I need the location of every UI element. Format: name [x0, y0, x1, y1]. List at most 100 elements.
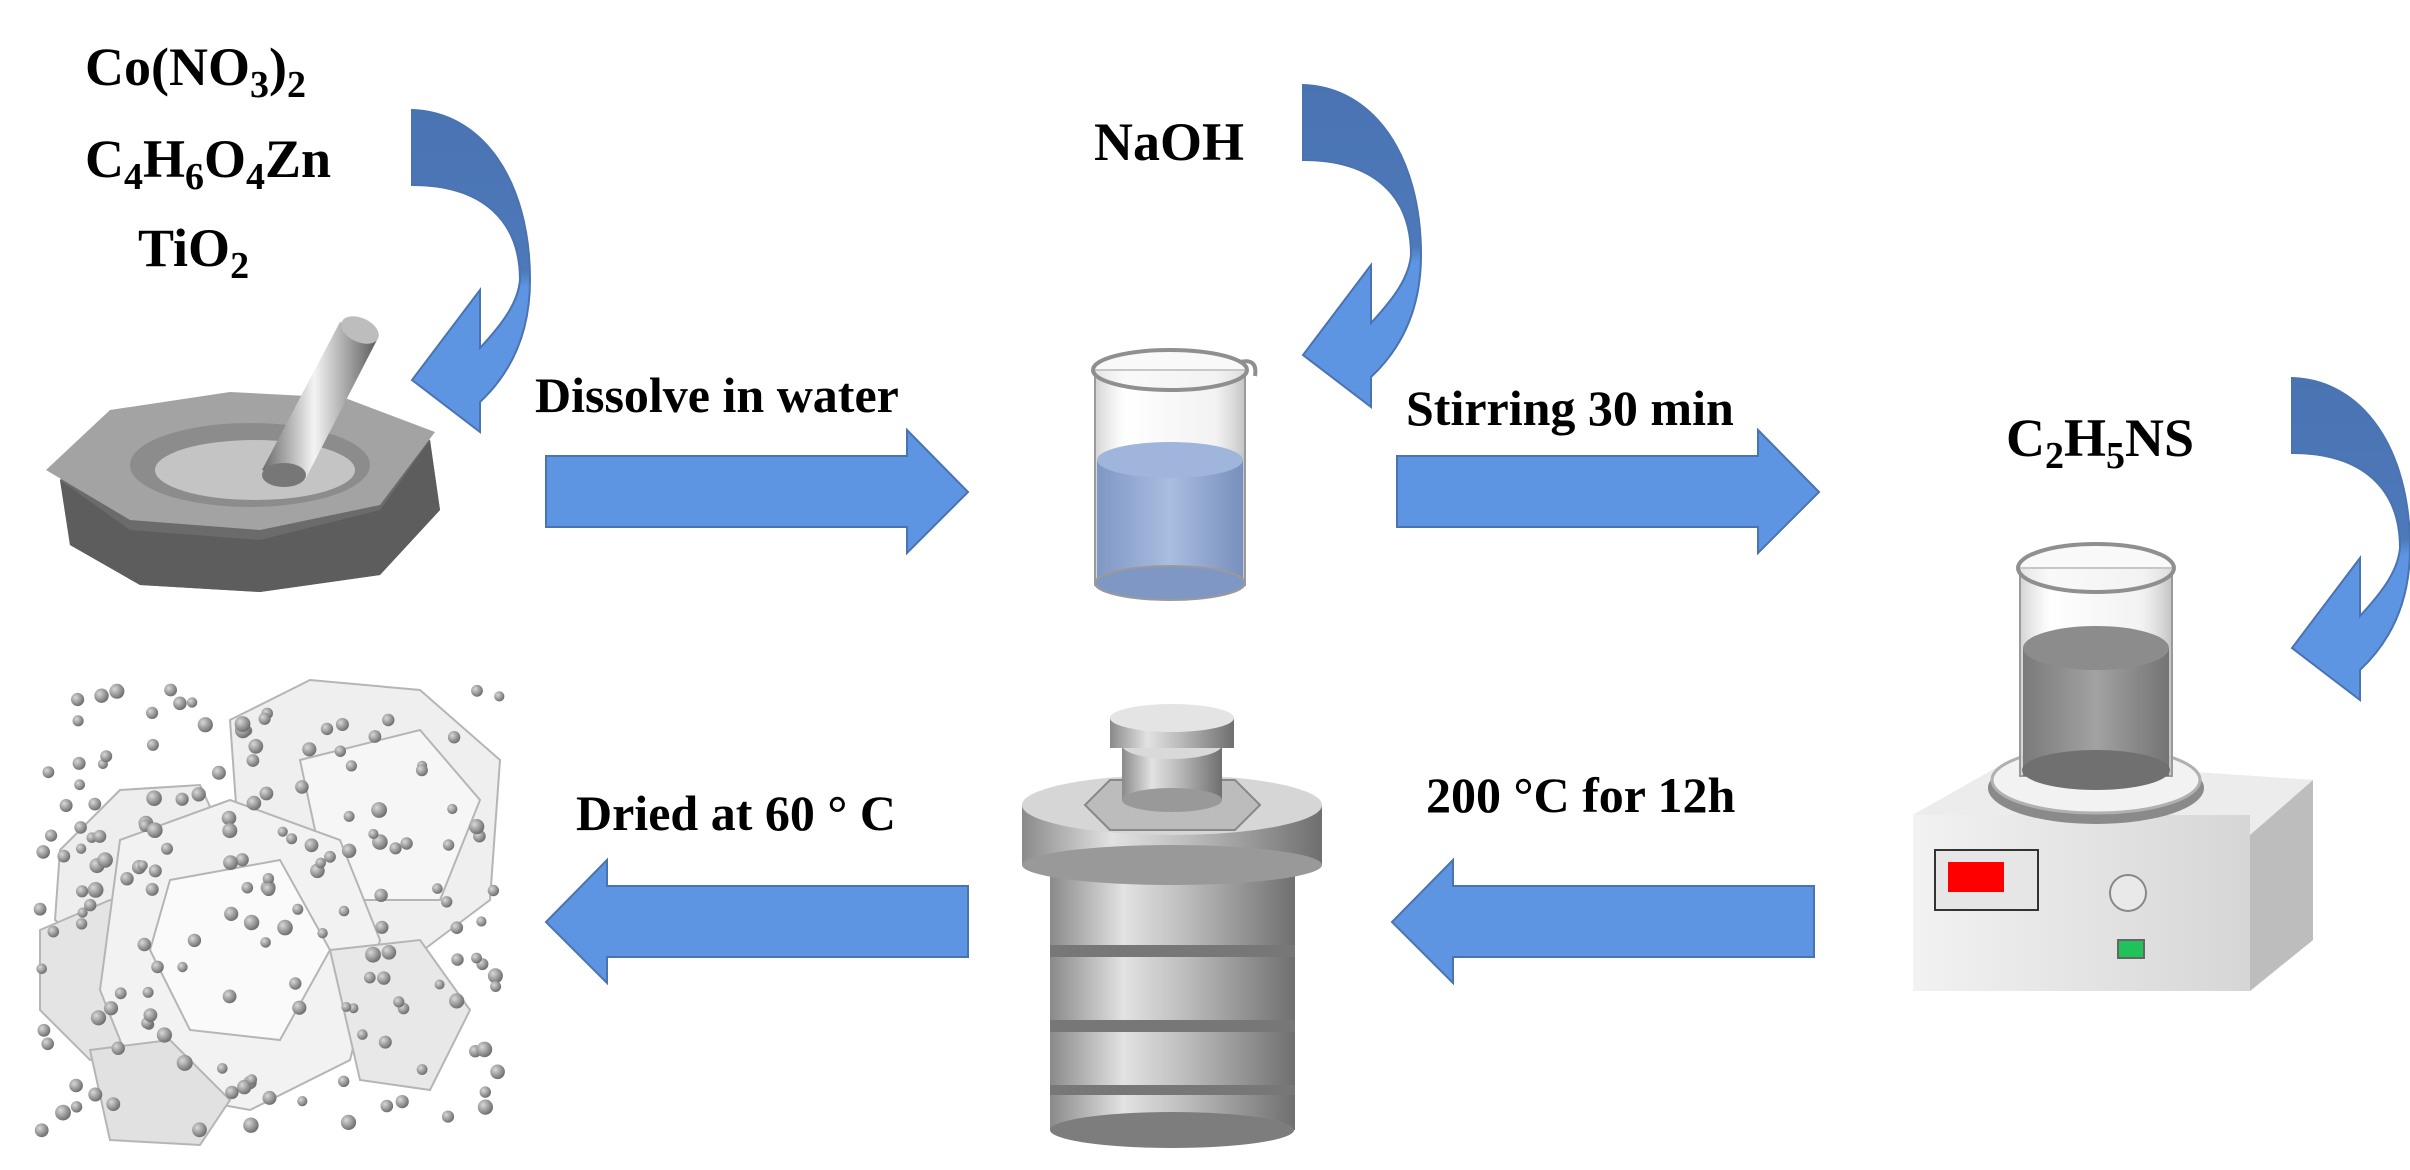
nanoparticle-dot — [100, 750, 113, 763]
nanoparticle-dot — [476, 916, 487, 927]
nanoparticle-dot — [33, 902, 47, 916]
nanoparticle-dot — [441, 1110, 455, 1123]
nanoparticle-dot — [415, 764, 428, 777]
nanoparticle-dot — [494, 691, 505, 702]
nanoparticle-dot — [146, 790, 162, 806]
nanoparticle-dot — [447, 731, 461, 744]
nanoparticle-dot — [70, 1101, 83, 1113]
nanoparticle-dot — [432, 883, 443, 894]
nanoparticle-dot — [36, 845, 50, 859]
arrow-left-hydrothermal — [1391, 859, 1815, 984]
nanoparticle-dot — [364, 971, 376, 984]
nanoparticle-dot — [262, 873, 275, 885]
nanoparticle-dot — [248, 738, 264, 754]
nanoparticle-dot — [75, 843, 87, 854]
nanoparticle-dot — [471, 684, 483, 697]
autoclave-icon — [1022, 704, 1322, 1148]
nanoparticle-dot — [120, 872, 134, 886]
nanoparticle-dot — [90, 1010, 107, 1026]
nanoparticle-dot — [243, 914, 260, 931]
nanoparticle-dot — [222, 989, 237, 1004]
nanoparticle-dot — [260, 937, 271, 948]
nanoparticle-dot — [368, 730, 382, 743]
nanoparticle-dot — [340, 1114, 357, 1130]
nanoparticle-dot — [477, 1099, 493, 1115]
step-label-drying: Dried at 60 ° C — [576, 785, 896, 841]
nanoparticle-dot — [221, 810, 237, 826]
nanoparticle-dot — [447, 803, 458, 815]
nanoparticle-dot — [368, 828, 379, 840]
nanoparticle-dot — [377, 971, 391, 985]
nanoparticle-dot — [161, 842, 173, 855]
nanoparticle-dot — [343, 810, 355, 822]
nanoparticle-dot — [315, 857, 327, 869]
product-particles-icon — [39, 678, 502, 1147]
nanoparticle-dot — [277, 826, 288, 837]
nanoparticle-dot — [74, 821, 87, 834]
nanoparticle-dot — [71, 692, 85, 707]
nanoparticle-dot — [72, 715, 84, 727]
nanoparticle-dot — [143, 1008, 158, 1022]
nanoparticle-dot — [223, 855, 238, 870]
nanoparticle-dot — [292, 903, 304, 915]
nanoparticle-dot — [416, 1064, 428, 1075]
nanoparticle-dot — [357, 1029, 368, 1040]
step-label-stirring: Stirring 30 min — [1406, 380, 1734, 436]
nanoparticle-dot — [371, 802, 387, 818]
curved-arrow-add-thioacetamide — [2291, 377, 2410, 701]
step-label-hydrothermal: 200 °C for 12h — [1426, 767, 1736, 823]
nanoparticle-dot — [490, 981, 502, 992]
nanoparticle-dot — [45, 829, 58, 842]
nanoparticle-dot — [176, 1054, 193, 1071]
nanoparticle-dot — [148, 864, 162, 878]
nanoparticle-dot — [211, 765, 226, 780]
nanoparticle-dot — [222, 823, 238, 839]
nanoparticle-dot — [241, 881, 254, 894]
nanoparticle-dot — [450, 921, 464, 934]
nanoparticle-dot — [286, 833, 298, 845]
curved-arrow-add-naoh — [1302, 84, 1422, 408]
nanoparticle-dot — [471, 952, 482, 964]
magnetic-stirrer-icon — [1913, 542, 2313, 991]
nanoparticle-dot — [197, 717, 213, 733]
nanoparticle-dot — [175, 792, 189, 806]
nanoparticle-dot — [449, 993, 465, 1009]
nanoparticle-dot — [106, 1097, 121, 1111]
nanoparticle-dot — [441, 896, 453, 908]
nanoparticle-dot — [292, 1000, 307, 1015]
mortar-pestle-icon — [46, 316, 440, 592]
nanoparticle-dot — [338, 1075, 350, 1088]
speed-knob — [2109, 874, 2147, 912]
nanoparticle-dot — [191, 787, 206, 802]
nanoparticle-dot — [451, 953, 464, 966]
nanoparticle-dot — [479, 1086, 491, 1098]
nanoparticle-dot — [146, 738, 159, 751]
nanoparticle-dot — [177, 961, 188, 973]
nanoparticle-dot — [378, 1035, 392, 1049]
nanoparticle-dot — [87, 882, 104, 898]
nanoparticle-dot — [164, 683, 178, 697]
nanoparticle-dot — [234, 716, 251, 732]
nanoparticle-dot — [302, 742, 317, 757]
nanoparticle-dot — [76, 885, 89, 898]
nanoparticle-dot — [147, 822, 163, 838]
curved-arrow-add-reagents — [411, 109, 531, 433]
nanoparticle-dot — [341, 843, 357, 858]
nanoparticle-dot — [94, 688, 109, 703]
nanoparticle-dot — [490, 1064, 505, 1080]
nanoparticle-dot — [84, 898, 97, 912]
nanoparticle-dot — [345, 760, 357, 772]
nanoparticle-dot — [381, 945, 397, 960]
nanoparticle-dot — [109, 683, 125, 699]
nanoparticle-dot — [335, 718, 349, 731]
nanoparticle-dot — [192, 1122, 207, 1138]
nanoparticle-dot — [55, 1104, 71, 1121]
nanoparticle-dot — [75, 918, 88, 930]
nanoparticle-dot — [289, 977, 302, 990]
nanoparticle-dot — [224, 906, 239, 922]
nanoparticle-dot — [186, 697, 198, 708]
nanoparticle-dot — [262, 882, 276, 897]
nanoparticle-dot — [137, 860, 148, 871]
nanoparticle-dot — [400, 837, 413, 850]
nanoparticle-dot — [156, 1027, 172, 1043]
